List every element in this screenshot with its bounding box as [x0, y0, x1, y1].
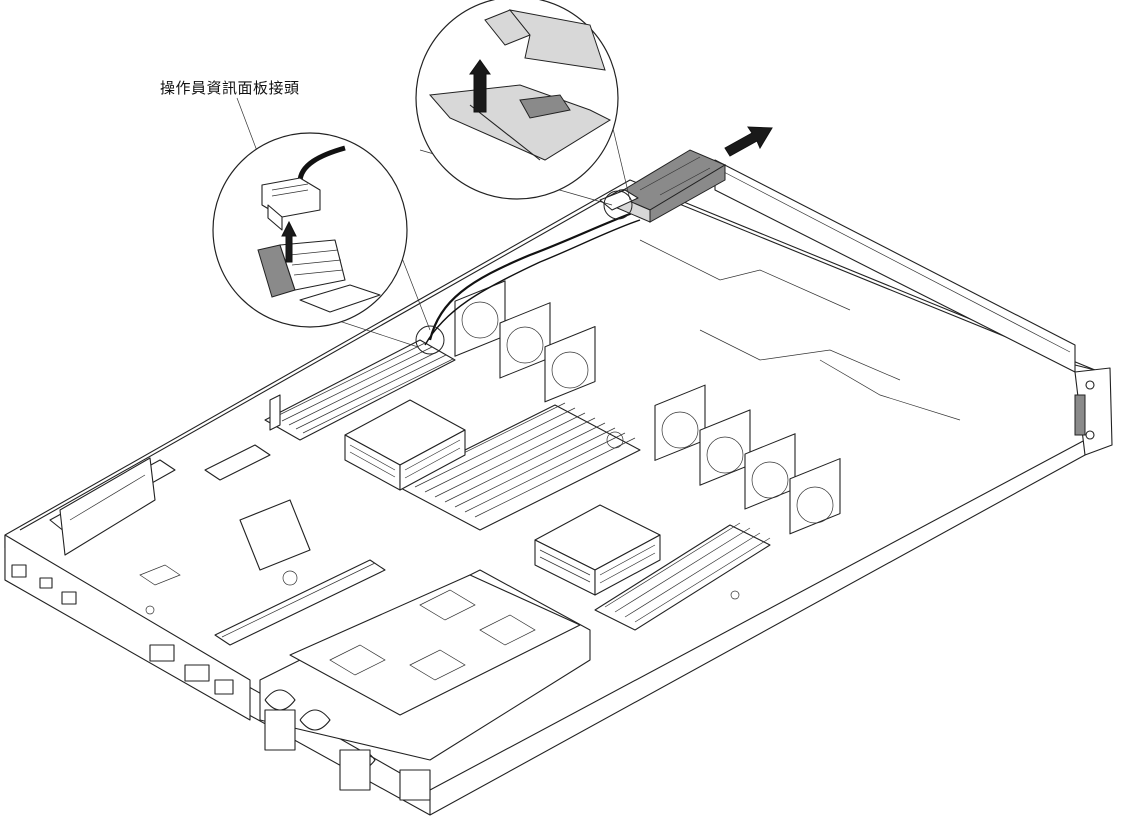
pcie-riser — [49, 444, 311, 571]
dimm-bank-middle — [394, 402, 641, 531]
front-panel — [4, 534, 251, 721]
fan-modules — [454, 280, 841, 535]
operator-panel-cable — [424, 210, 641, 346]
connector-callout-label: 操作員資訊面板接頭 — [160, 79, 300, 97]
dimm-bank-left — [264, 339, 456, 441]
heatsink-cpu2 — [534, 504, 661, 596]
release-lift-arrow-icon — [469, 59, 491, 113]
release-tab-detail — [415, 0, 633, 220]
lift-arrow-icon — [281, 220, 297, 263]
system-board-details — [139, 239, 961, 615]
power-supply-bays — [259, 569, 591, 801]
pcie-slot — [214, 559, 386, 646]
insert-arrow-icon — [724, 126, 773, 157]
operator-panel-connector-detail — [212, 97, 445, 355]
heatsink-cpu1 — [344, 399, 466, 491]
chassis-outline — [4, 159, 1113, 816]
dimm-bank-right — [594, 522, 771, 631]
